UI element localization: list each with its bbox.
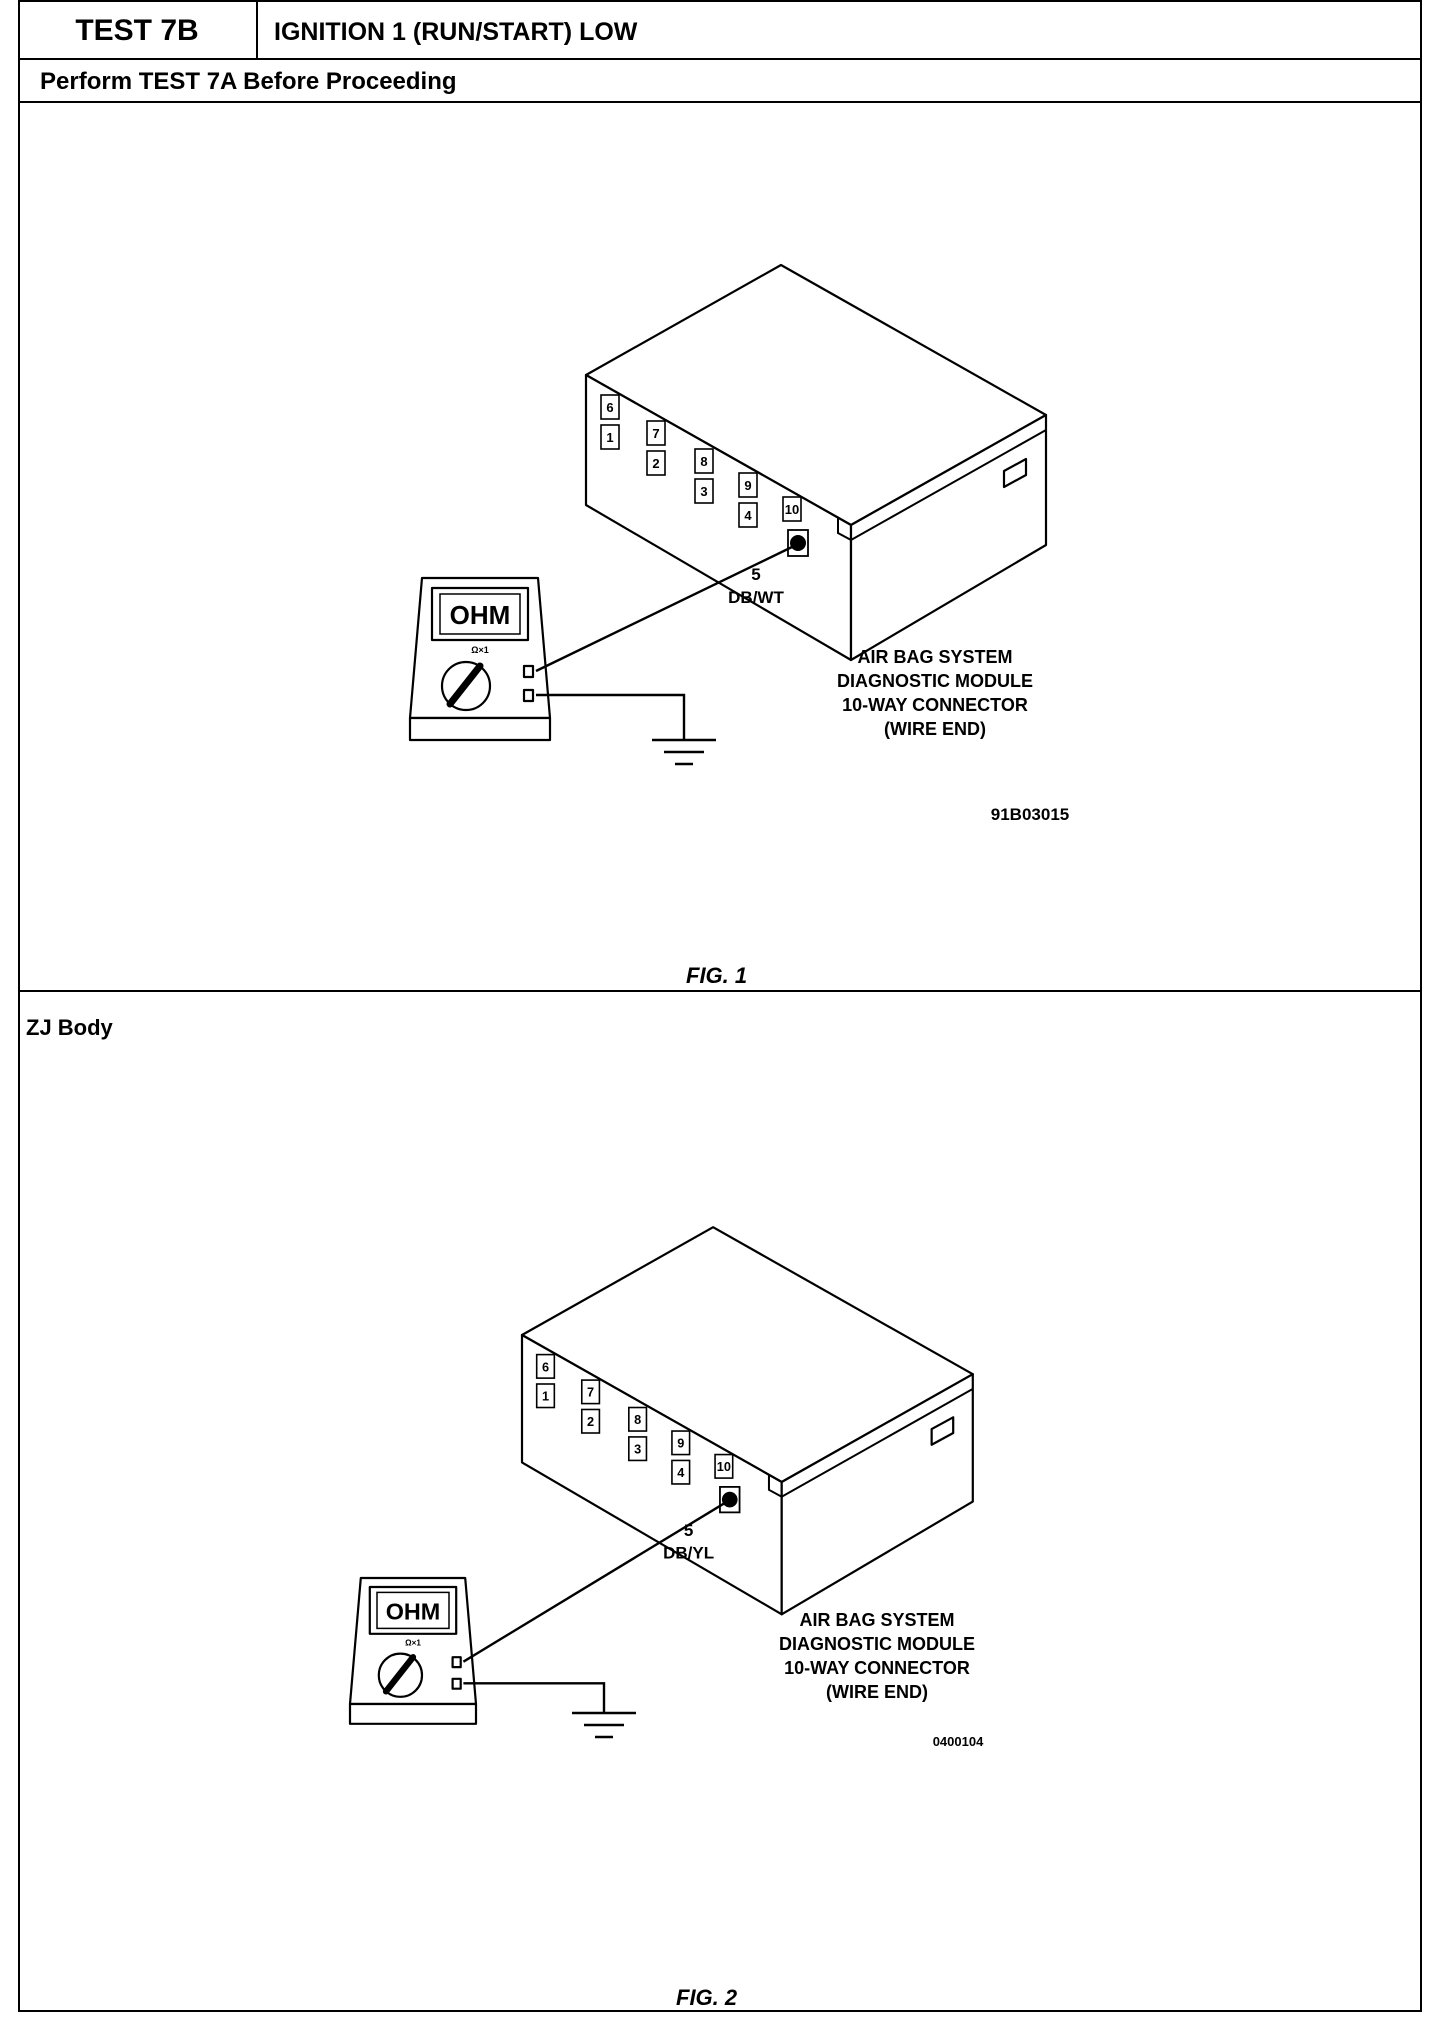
pin-cavity — [600, 394, 620, 420]
probe-jack-common — [522, 688, 535, 703]
selector-pointer — [382, 1654, 417, 1695]
pin-cavity — [714, 1453, 734, 1479]
figure1-diagram: 6 1 7 2 8 3 9 4 10 5DB/WT AIR BAG SYSTEM DIAGNOSTIC… — [408, 263, 1069, 824]
pin-cavity — [628, 1436, 648, 1462]
pin-label: 3 — [700, 484, 707, 499]
section-divider — [18, 990, 1422, 992]
pin-label: 6 — [542, 1359, 549, 1374]
multimeter-base — [348, 1702, 478, 1725]
probe-tip — [790, 535, 806, 551]
connector-lip — [767, 1388, 974, 1498]
pin-label: 8 — [634, 1412, 641, 1427]
pin-cavity — [782, 496, 802, 522]
pin-label: 2 — [587, 1414, 594, 1429]
wire-pin-number: 5 — [751, 565, 760, 584]
wire-color-label: DB/YL — [663, 1543, 714, 1562]
pin-cavity — [694, 478, 714, 504]
figure2-diagram: 6 1 7 2 8 3 9 4 10 5DB/YL AIR BAG SYSTEM DIAGNOSTIC… — [348, 1226, 984, 1749]
connector-callout-line: DIAGNOSTIC MODULE — [779, 1634, 975, 1654]
pin-label: 1 — [606, 430, 613, 445]
pin-cavity — [671, 1459, 691, 1485]
fig2-caption: FIG. 2 — [676, 1985, 738, 2010]
pin-label: 3 — [634, 1442, 641, 1457]
connector-latch — [1002, 457, 1028, 489]
probe-tip — [721, 1491, 738, 1508]
connector-callout-line: 10-WAY CONNECTOR — [842, 695, 1028, 715]
test-lead — [462, 1502, 725, 1663]
pin-label: 8 — [700, 454, 707, 469]
connector-callout-line: 10-WAY CONNECTOR — [784, 1658, 970, 1678]
connector-callout-line: DIAGNOSTIC MODULE — [837, 671, 1033, 691]
test-header: TEST 7B IGNITION 1 (RUN/START) LOW — [18, 0, 1422, 60]
pin-label: 7 — [587, 1385, 594, 1400]
pin-label: 4 — [744, 508, 752, 523]
selector-pointer — [446, 662, 484, 708]
pin-cavity — [738, 472, 758, 498]
connector-latch — [930, 1416, 955, 1446]
pin-cavity — [738, 502, 758, 528]
pin-cavity — [535, 1383, 556, 1409]
pin-cavity — [600, 424, 620, 450]
pin-label: 10 — [785, 502, 799, 517]
pin-label: 4 — [677, 1465, 685, 1480]
multimeter-reading: OHM — [386, 1598, 441, 1624]
pin-cavity — [580, 1408, 601, 1434]
pin-cavity — [646, 420, 666, 446]
pin-label: 1 — [542, 1389, 549, 1404]
pin-cavity — [646, 450, 666, 476]
multimeter-range: Ω×1 — [405, 1639, 421, 1648]
multimeter-base — [408, 716, 552, 742]
wire-color-label: DB/WT — [728, 588, 784, 607]
pin-cavity — [671, 1430, 691, 1456]
connector-lip — [837, 429, 1047, 542]
connector-side-face — [849, 413, 1048, 662]
ground-lead — [463, 1682, 606, 1713]
pin-cavity — [580, 1379, 601, 1405]
pin-label: 2 — [652, 456, 659, 471]
multimeter-range: Ω×1 — [471, 645, 488, 655]
pin-label: 9 — [677, 1436, 684, 1451]
connector-side-face — [780, 1373, 974, 1616]
figure-part-number: 0400104 — [933, 1734, 984, 1749]
probe-jack-positive — [522, 664, 535, 679]
pin-label: 7 — [652, 426, 659, 441]
page-frame — [18, 0, 1422, 2012]
probe-jack-positive — [451, 1656, 462, 1669]
pin-label: 10 — [717, 1459, 731, 1474]
multimeter-display — [439, 593, 521, 635]
ground-lead — [536, 693, 686, 740]
test-title: IGNITION 1 (RUN/START) LOW — [274, 18, 638, 46]
connector-callout-line: AIR BAG SYSTEM — [799, 1610, 954, 1630]
section2-label: ZJ Body — [26, 1015, 113, 1040]
multimeter-display — [376, 1591, 450, 1630]
multimeter-reading: OHM — [450, 600, 511, 630]
pin-label: 9 — [744, 478, 751, 493]
instruction: Perform TEST 7A Before Proceeding — [18, 60, 1422, 103]
pin-label: 6 — [606, 400, 613, 415]
pin-cavity — [535, 1353, 556, 1379]
figure-part-number: 91B03015 — [991, 805, 1069, 824]
connector-callout-line: AIR BAG SYSTEM — [857, 647, 1012, 667]
probe-jack-common — [451, 1677, 462, 1690]
connector-callout-line: (WIRE END) — [884, 719, 986, 739]
pin-cavity — [694, 448, 714, 474]
pin-cavity — [628, 1406, 648, 1432]
connector-callout-line: (WIRE END) — [826, 1682, 928, 1702]
test-lead — [535, 545, 793, 673]
fig1-caption: FIG. 1 — [686, 963, 748, 988]
test-id: TEST 7B — [18, 0, 258, 58]
wire-pin-number: 5 — [684, 1521, 693, 1540]
